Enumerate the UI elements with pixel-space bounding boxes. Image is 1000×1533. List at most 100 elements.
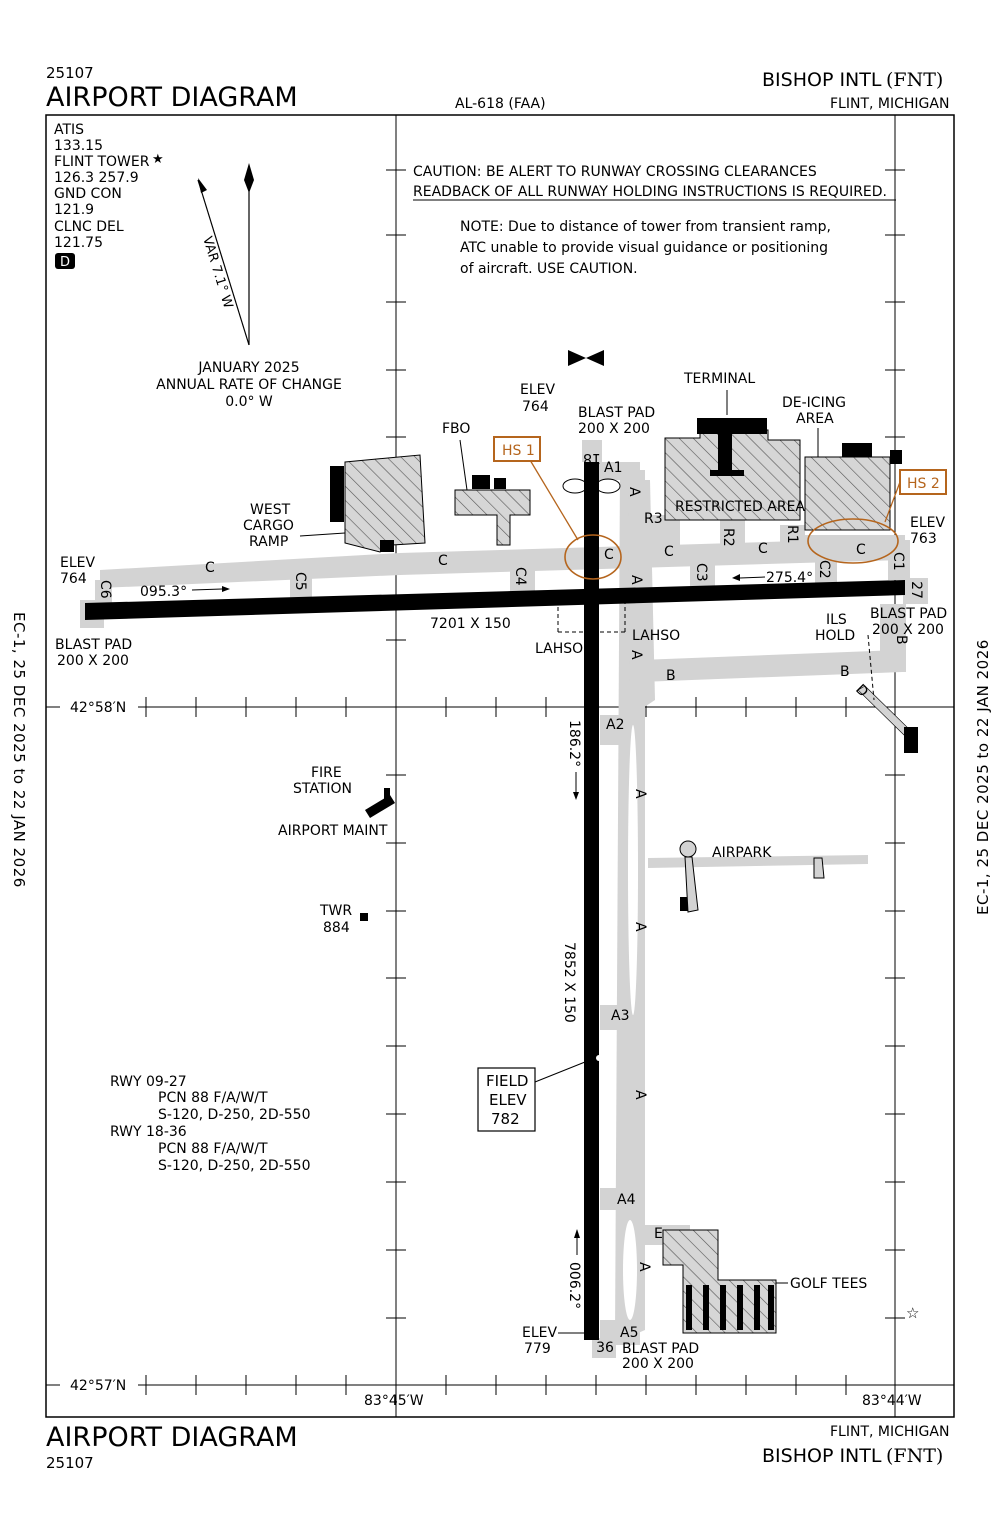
annual-change-label: ANNUAL RATE OF CHANGE [156,377,342,393]
footer-procedure-number: 25107 [46,1454,94,1472]
blast-pad-west-label: BLAST PAD [55,637,132,653]
taxiway-c4-label: C4 [512,567,528,586]
hot-spot-2-circle [807,518,899,564]
taxiway-c-label-2: C [438,553,448,569]
grid-ticks [145,169,905,1395]
wind-indicator-icon [562,478,588,494]
rwy-09-27-pcn: PCN 88 F/A/W/T [158,1090,268,1106]
blast-pad-north-label: BLAST PAD [578,405,655,421]
golf-tees-label: GOLF TEES [790,1276,867,1292]
heading-006: 006.2° [566,1262,582,1309]
variation-label: VAR 7.1° W [199,235,235,311]
latitude-south-label: 42°57′N [70,1378,126,1394]
taxiway-e-label: E [654,1226,663,1242]
taxiway-b-label-3: B [893,635,909,645]
taxiway-a-label-6: A [632,1090,648,1100]
hot-spot-1-box [493,436,541,462]
taxiway-r1-label: R1 [784,525,800,544]
taxiway-a-label-2: A [628,575,644,585]
runway-end-36: 36 [596,1340,614,1356]
taxiway-c3-label: C3 [693,563,709,582]
elev-west-label: ELEV [60,555,95,571]
note-line-2: ATC unable to provide visual guidance or… [460,240,828,256]
tower-frequency: 126.3 257.9 [54,170,139,186]
taxiway-r3-label: R3 [644,511,663,527]
hot-spot-2-label: HS 2 [907,476,940,492]
taxiway-a-label-4: A [632,789,648,799]
runway-end-9: 9 [84,608,100,617]
blast-pad-west-dims: 200 X 200 [57,653,129,669]
header-title: AIRPORT DIAGRAM [46,82,298,113]
footer-airport-name: BISHOP INTL [762,1445,882,1467]
header-airport-id: (FNT) [886,69,943,91]
ils-building [904,727,918,753]
ground-frequency: 121.9 [54,202,94,218]
atis-label: ATIS [54,122,84,138]
longitude-east-label: 83°44′W [862,1393,922,1409]
tower-elevation: 884 [323,920,350,936]
taxiway-c-label-1: C [205,560,215,576]
ils-hold-label-2: HOLD [815,628,855,644]
field-elev-label-1: FIELD [486,1072,528,1090]
deicing-label-2: AREA [796,411,834,427]
elev-east-value: 763 [910,531,937,547]
taxiway-c5-label: C5 [292,572,308,591]
airpark-label: AIRPARK [712,845,772,861]
airpark-area [679,840,825,913]
runway-09-27-dimensions: 7201 X 150 [430,616,511,632]
taxiway-b-label-2: B [840,664,850,680]
lahso-lines [557,600,626,633]
header-airport-name: BISHOP INTL [762,69,882,91]
rwy-09-27-label: RWY 09-27 [110,1074,187,1090]
elev-north-label: ELEV [520,382,555,398]
blast-pad-south-dims: 200 X 200 [622,1356,694,1372]
header-city: FLINT, MICHIGAN [830,96,949,112]
elev-south-label: ELEV [522,1325,557,1341]
blast-pad-north-dims: 200 X 200 [578,421,650,437]
taxiway-c-label-4: C [664,544,674,560]
fire-station-label-1: FIRE [311,765,342,781]
footer: AIRPORT DIAGRAM 25107 FLINT, MICHIGAN BI… [46,1422,949,1472]
taxiway-a2-label: A2 [606,717,624,733]
west-cargo-label-2: CARGO [243,518,294,534]
footer-city: FLINT, MICHIGAN [830,1424,949,1440]
taxiway-labels: C C C C C C C6 C5 C4 C3 C2 C1 A1 A2 A3 A… [97,460,909,1341]
note-line-3: of aircraft. USE CAUTION. [460,261,638,277]
left-effective-dates: EC-1, 25 DEC 2025 to 22 JAN 2026 [10,612,28,888]
rwy-18-36-pcn: PCN 88 F/A/W/T [158,1141,268,1157]
d-atis-symbol: D [60,255,70,270]
d-atis-badge [55,253,75,269]
field-elev-value: 782 [491,1110,520,1128]
hot-spot-1-circle [564,534,622,580]
elev-west-value: 764 [60,571,87,587]
west-cargo-label-1: WEST [250,502,291,518]
header-chart-code: AL-618 (FAA) [455,96,546,112]
taxiway-a4-label: A4 [617,1192,636,1208]
clearance-frequency: 121.75 [54,235,103,251]
field-elev-marker [596,1055,602,1061]
caution-line-1: CAUTION: BE ALERT TO RUNWAY CROSSING CLE… [413,164,817,180]
tower-label-map: TWR [319,903,352,919]
blast-pad-east-dims: 200 X 200 [872,622,944,638]
taxiway-r2-label: R2 [720,528,736,547]
runway-18-36 [584,460,599,1340]
black-structures [330,418,902,1330]
caution-line-2: READBACK OF ALL RUNWAY HOLDING INSTRUCTI… [413,184,887,200]
elev-south-value: 779 [524,1341,551,1357]
taxiway-a1-label: A1 [604,460,622,476]
chart-frame [45,114,955,1418]
taxiway-c-label-6: C [856,542,866,558]
communications-block: ATIS 133.15 FLINT TOWER ★ 126.3 257.9 GN… [54,122,164,270]
elev-north-value: 764 [522,399,549,415]
rwy-18-36-weights: S-120, D-250, 2D-550 [158,1158,310,1174]
field-elev-label-2: ELEV [489,1091,527,1109]
footer-title: AIRPORT DIAGRAM [46,1422,298,1453]
field-elevation-box [477,1067,536,1132]
heading-186: 186.2° [566,720,582,767]
taxiway-a-label-3: A [628,650,644,660]
hot-spot-2-box [899,469,947,495]
infield-areas [623,725,638,1320]
atis-frequency: 133.15 [54,138,103,154]
lahso-label-1: LAHSO [535,641,583,657]
airport-beacon-star-icon: ☆ [906,1304,919,1322]
